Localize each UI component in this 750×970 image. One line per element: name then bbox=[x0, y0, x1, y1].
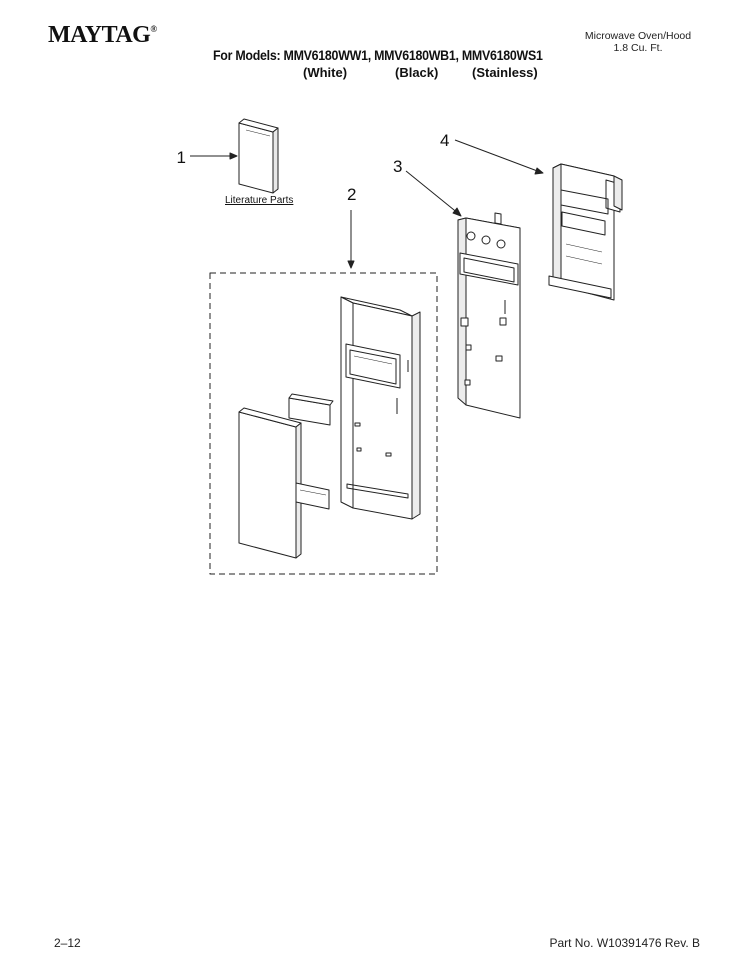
product-type: Microwave Oven/Hood bbox=[584, 30, 692, 42]
finish-black: (Black) bbox=[395, 65, 439, 80]
registered-mark: ® bbox=[150, 24, 157, 34]
assembly-group-box bbox=[209, 272, 438, 575]
literature-booklet bbox=[238, 118, 279, 194]
arrow-head-1 bbox=[229, 152, 238, 160]
ribbon-connector bbox=[295, 482, 330, 510]
control-panel-assembly bbox=[340, 296, 421, 520]
page-number: 2–12 bbox=[54, 936, 81, 950]
small-plate bbox=[288, 393, 334, 426]
product-description: Microwave Oven/Hood 1.8 Cu. Ft. bbox=[538, 30, 698, 54]
callout-1: 1 bbox=[177, 148, 186, 167]
callout-4: 4 bbox=[440, 131, 449, 150]
callout-3: 3 bbox=[393, 157, 402, 176]
product-capacity: 1.8 Cu. Ft. bbox=[613, 42, 663, 54]
brand-logo: MAYTAG® bbox=[48, 22, 157, 49]
arrow-head-2 bbox=[347, 260, 355, 269]
finish-white: (White) bbox=[303, 65, 348, 80]
arrow-head-3 bbox=[452, 207, 462, 217]
callout-2: 2 bbox=[347, 185, 356, 204]
callout-leader-3 bbox=[405, 170, 460, 215]
finish-stainless: (Stainless) bbox=[472, 65, 538, 80]
arrow-head-4 bbox=[534, 167, 544, 175]
callout-leader-4 bbox=[454, 139, 541, 173]
control-panel-frame bbox=[457, 212, 521, 419]
brand-name: MAYTAG bbox=[48, 22, 151, 48]
mounting-bracket bbox=[548, 163, 623, 301]
part-number: Part No. W10391476 Rev. B bbox=[549, 936, 700, 950]
membrane-switch bbox=[238, 407, 302, 559]
literature-parts-label: Literature Parts bbox=[225, 195, 293, 206]
models-heading: For Models: MMV6180WW1, MMV6180WB1, MMV6… bbox=[213, 48, 543, 63]
